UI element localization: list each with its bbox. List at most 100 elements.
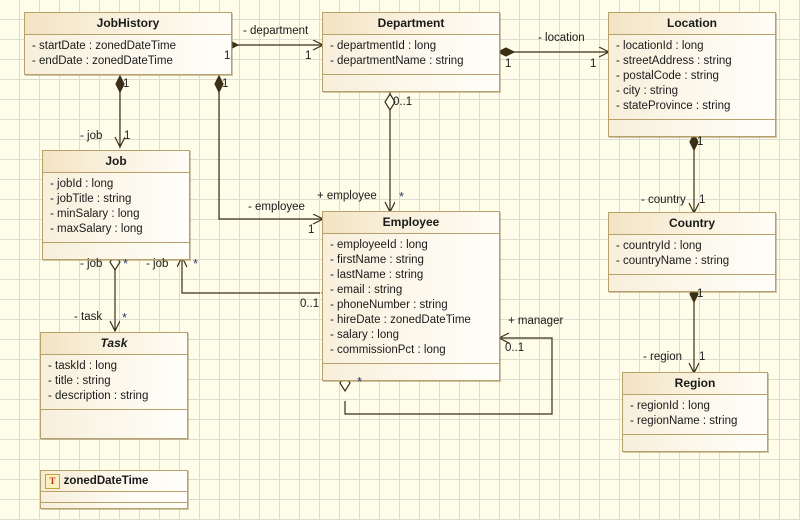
edge-employee-job — [182, 258, 320, 294]
multiplicity-department-location-target: 1 — [590, 58, 597, 70]
class-title-jobhistory: JobHistory — [25, 13, 231, 35]
multiplicity-country-region-source: 1 — [697, 288, 704, 300]
multiplicity-job-task-source: * — [123, 256, 129, 271]
edge-label-region: - region — [643, 351, 682, 363]
attribute: - endDate : zonedDateTime — [32, 55, 173, 67]
attribute: - phoneNumber : string — [330, 299, 448, 311]
attribute: - countryId : long — [616, 240, 702, 252]
class-department[interactable]: Department - departmentId : long - depar… — [322, 12, 500, 92]
attribute: - employeeId : long — [330, 239, 428, 251]
datatype-zoneddatetime[interactable]: T zonedDateTime — [40, 470, 188, 509]
attribute: - city : string — [616, 85, 678, 97]
edge-label-country: - country — [641, 194, 686, 206]
attribute: - taskId : long — [48, 360, 118, 372]
attributes-job: - jobId : long - jobTitle : string - min… — [43, 173, 189, 243]
composite-diamond-department-location — [496, 47, 516, 57]
multiplicity-jobhistory-job-source: 1 — [123, 78, 130, 90]
edge-label-job-task: - job — [80, 258, 103, 270]
edge-label-job-employee: - job — [146, 258, 169, 270]
shared-diamond-department-employee — [384, 92, 396, 112]
multiplicity-jobhistory-department-source: 1 — [224, 50, 231, 62]
composite-diamond-location-country — [689, 132, 699, 152]
multiplicity-employee-job-target: * — [193, 256, 199, 271]
operations-job — [43, 243, 189, 259]
attribute: - countryName : string — [616, 255, 730, 267]
multiplicity-department-employee-source: 0..1 — [393, 96, 413, 108]
attribute: - minSalary : long — [50, 208, 140, 220]
multiplicity-jobhistory-employee-target: 1 — [308, 224, 315, 236]
multiplicity-jobhistory-job-target: 1 — [124, 130, 131, 142]
edge-label-manager: + manager — [508, 315, 564, 327]
attribute: - regionName : string — [630, 415, 738, 427]
edge-label-job-history: - job — [80, 130, 103, 142]
attribute: - locationId : long — [616, 40, 704, 52]
edge-label-department: - department — [243, 25, 309, 37]
class-country[interactable]: Country - countryId : long - countryName… — [608, 212, 776, 292]
attributes-task: - taskId : long - title : string - descr… — [41, 355, 187, 410]
multiplicity-country-region-target: 1 — [699, 351, 706, 363]
edge-jobhistory-employee — [218, 82, 322, 219]
attribute: - regionId : long — [630, 400, 710, 412]
class-location[interactable]: Location - locationId : long - streetAdd… — [608, 12, 776, 137]
attribute: - streetAddress : string — [616, 55, 732, 67]
datatype-footer — [41, 503, 187, 508]
attribute: - firstName : string — [330, 254, 424, 266]
class-jobhistory[interactable]: JobHistory - startDate : zonedDateTime -… — [24, 12, 232, 75]
multiplicity-location-country-target: 1 — [699, 194, 706, 206]
multiplicity-jobhistory-employee-source: 1 — [222, 78, 229, 90]
operations-region — [623, 435, 767, 451]
multiplicity-department-location-source: 1 — [505, 58, 512, 70]
datatype-header: T zonedDateTime — [41, 471, 187, 492]
class-title-department: Department — [323, 13, 499, 35]
datatype-body — [41, 492, 187, 503]
multiplicity-employee-job-source: 0..1 — [300, 298, 320, 310]
attributes-department: - departmentId : long - departmentName :… — [323, 35, 499, 75]
edge-label-location: - location — [538, 32, 585, 44]
attributes-jobhistory: - startDate : zonedDateTime - endDate : … — [25, 35, 231, 74]
datatype-name: zonedDateTime — [63, 475, 149, 487]
attribute: - salary : long — [330, 329, 400, 341]
multiplicity-employee-manager-target: 0..1 — [505, 342, 525, 354]
class-job[interactable]: Job - jobId : long - jobTitle : string -… — [42, 150, 190, 260]
attribute: - departmentId : long — [330, 40, 437, 52]
class-employee[interactable]: Employee - employeeId : long - firstName… — [322, 211, 500, 381]
class-region[interactable]: Region - regionId : long - regionName : … — [622, 372, 768, 452]
attribute: - stateProvince : string — [616, 100, 731, 112]
class-title-location: Location — [609, 13, 775, 35]
composite-diamond-jobhistory-employee — [214, 74, 224, 94]
edge-label-employee-history: - employee — [248, 201, 305, 213]
class-title-region: Region — [623, 373, 767, 395]
attribute: - commissionPct : long — [330, 344, 446, 356]
attributes-region: - regionId : long - regionName : string — [623, 395, 767, 435]
attribute: - jobId : long — [50, 178, 114, 190]
multiplicity-department-employee-target: * — [399, 189, 405, 204]
composite-diamond-jobhistory-job — [115, 74, 125, 94]
attribute: - maxSalary : long — [50, 223, 143, 235]
class-title-job: Job — [43, 151, 189, 173]
operations-employee — [323, 364, 499, 380]
attributes-employee: - employeeId : long - firstName : string… — [323, 234, 499, 364]
operations-country — [609, 275, 775, 291]
multiplicity-jobhistory-department-target: 1 — [305, 50, 312, 62]
class-task[interactable]: Task - taskId : long - title : string - … — [40, 332, 188, 439]
attribute: - description : string — [48, 390, 149, 402]
attribute: - lastName : string — [330, 269, 424, 281]
attribute: - hireDate : zonedDateTime — [330, 314, 471, 326]
operations-department — [323, 75, 499, 91]
attribute: - title : string — [48, 375, 111, 387]
attributes-country: - countryId : long - countryName : strin… — [609, 235, 775, 275]
edge-employee-manager — [344, 338, 553, 415]
attribute: - startDate : zonedDateTime — [32, 40, 177, 52]
edge-label-employee-dept: + employee — [317, 190, 377, 202]
attribute: - postalCode : string — [616, 70, 719, 82]
attribute: - departmentName : string — [330, 55, 464, 67]
multiplicity-job-task-target: * — [122, 310, 128, 325]
class-title-employee: Employee — [323, 212, 499, 234]
attributes-location: - locationId : long - streetAddress : st… — [609, 35, 775, 120]
class-title-task: Task — [41, 333, 187, 355]
attribute: - jobTitle : string — [50, 193, 132, 205]
datatype-t-icon: T — [45, 474, 60, 489]
multiplicity-location-country-source: 1 — [697, 136, 704, 148]
operations-location — [609, 120, 775, 136]
